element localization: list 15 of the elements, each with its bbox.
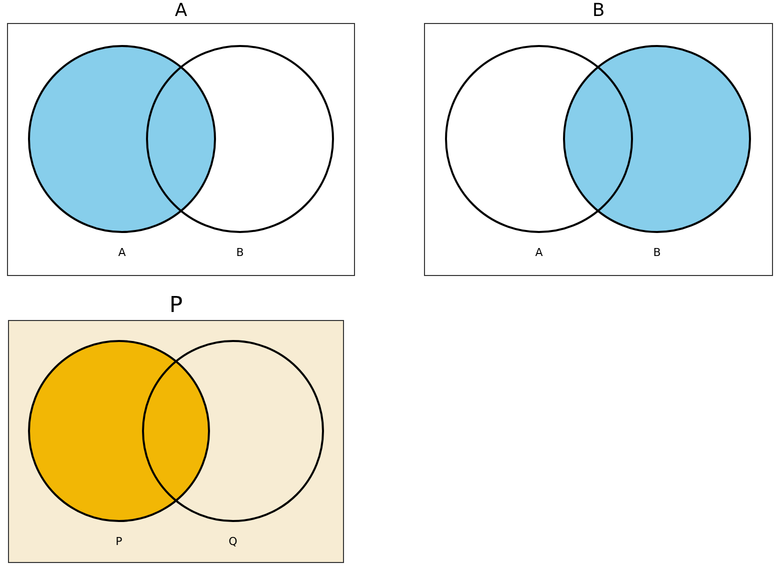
set-label: A [118, 247, 126, 258]
panel-title: A [174, 2, 188, 20]
panel-title: P [168, 295, 184, 317]
set-circle [28, 45, 216, 233]
set-label: Q [228, 536, 238, 547]
set-label: P [116, 536, 122, 547]
set-label: B [653, 247, 661, 258]
set-circle [28, 340, 210, 522]
set-circle [563, 45, 751, 233]
set-circle [445, 45, 633, 233]
set-label: A [535, 247, 543, 258]
set-label: B [236, 247, 244, 258]
set-circle [146, 45, 334, 233]
set-circle [142, 340, 324, 522]
panel-title: B [591, 2, 606, 20]
